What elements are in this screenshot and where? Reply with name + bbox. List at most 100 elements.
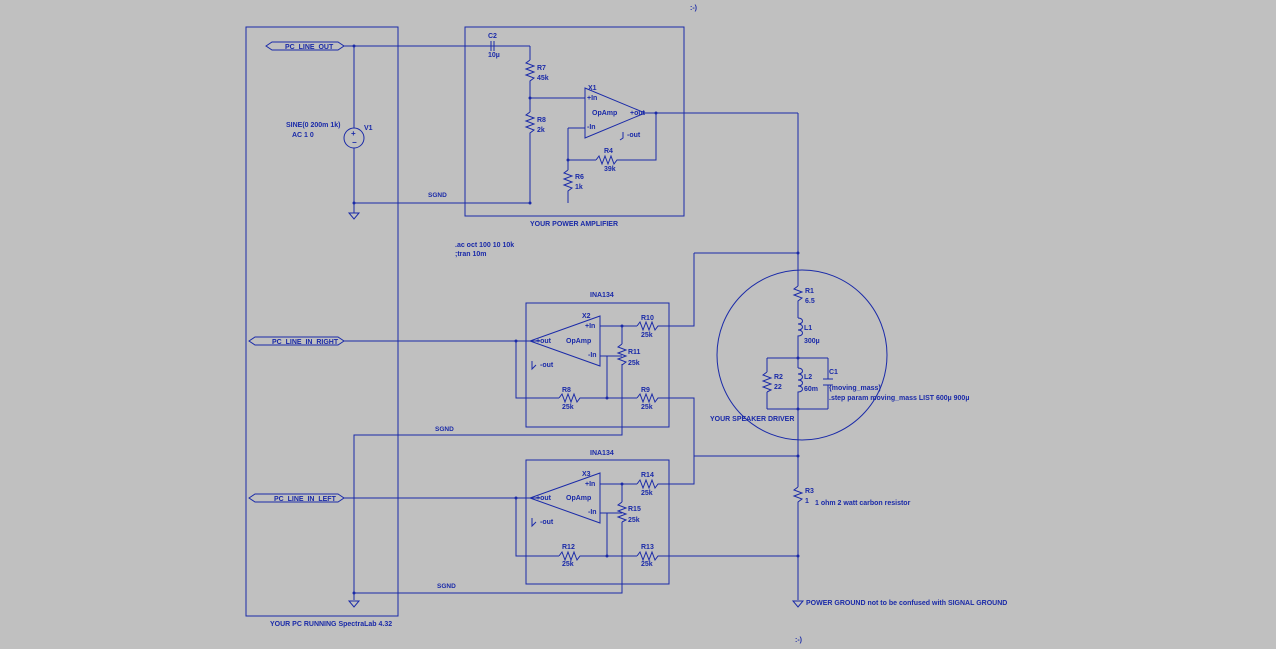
svg-text:R6: R6 [575, 174, 584, 181]
pc-line-in-right-flag: PC_LINE_IN_RIGHT [248, 336, 345, 346]
svg-text:X3: X3 [582, 471, 591, 478]
svg-text:OpAmp: OpAmp [566, 338, 591, 345]
r11-resistor: R11 25k [616, 343, 641, 367]
ina-box-bottom [525, 459, 670, 585]
svg-text:L1: L1 [804, 325, 812, 332]
svg-text:39k: 39k [604, 166, 616, 173]
svg-text:R3: R3 [805, 488, 814, 495]
sgnd-label-3: SGND [437, 583, 456, 590]
x1-opamp: X1 +In -In OpAmp +out -out [584, 85, 647, 139]
svg-text:X2: X2 [582, 313, 591, 320]
l2-inductor: L2 60m [797, 367, 818, 395]
svg-text:R11: R11 [628, 349, 641, 356]
x2-opamp: X2 +In -In OpAmp +out -out [528, 313, 601, 369]
svg-text:22: 22 [774, 384, 782, 391]
ac-directive: .ac oct 100 10 10k [455, 242, 514, 249]
r8-resistor: R8 2k [524, 111, 546, 136]
svg-text:25k: 25k [641, 561, 653, 568]
svg-text:-out: -out [540, 519, 554, 526]
svg-text:+In: +In [585, 323, 595, 330]
v1-source: + − V1 SINE(0 200m 1k) AC 1 0 [286, 122, 373, 149]
svg-text:R10: R10 [641, 315, 654, 322]
ground-symbol-2 [347, 600, 361, 608]
svg-text:-In: -In [588, 352, 597, 359]
r1-resistor: R1 6.5 [792, 285, 815, 306]
ground-symbol-1 [347, 212, 361, 220]
r15-resistor: R15 25k [616, 501, 641, 524]
svg-text:25k: 25k [641, 490, 653, 497]
svg-text:R7: R7 [537, 65, 546, 72]
svg-text:1k: 1k [575, 184, 583, 191]
svg-text:300µ: 300µ [804, 338, 820, 345]
r10-resistor: R10 25k [636, 315, 661, 339]
svg-text:25k: 25k [562, 561, 574, 568]
svg-text:−: − [352, 138, 357, 147]
svg-text:25k: 25k [628, 360, 640, 367]
amp-box [464, 26, 685, 217]
pc-line-out-flag: PC_LINE_OUT [265, 41, 345, 51]
v1-value: SINE(0 200m 1k) [286, 122, 340, 129]
svg-text:2k: 2k [537, 127, 545, 134]
r4-resistor: R4 39k [595, 148, 620, 173]
svg-text:+: + [351, 129, 356, 138]
speaker-title: YOUR SPEAKER DRIVER [710, 416, 794, 423]
svg-text:OpAmp: OpAmp [592, 110, 617, 117]
svg-text:PC_LINE_IN_LEFT: PC_LINE_IN_LEFT [274, 496, 337, 503]
v1-ac: AC 1 0 [292, 132, 314, 139]
r13-resistor: R13 25k [636, 544, 661, 568]
svg-text:PC_LINE_OUT: PC_LINE_OUT [285, 44, 334, 51]
svg-text:R2: R2 [774, 374, 783, 381]
r3-resistor: R3 1 [792, 486, 814, 507]
r8b-resistor: R8 25k [558, 387, 583, 411]
svg-text:10µ: 10µ [488, 52, 500, 59]
svg-text:{moving_mass}: {moving_mass} [829, 385, 881, 392]
pc-box [245, 26, 399, 617]
svg-text:R9: R9 [641, 387, 650, 394]
r9-resistor: R9 25k [636, 387, 661, 411]
ina-box-top [525, 302, 670, 428]
svg-text:C2: C2 [488, 33, 497, 40]
r12-resistor: R12 25k [558, 544, 583, 568]
c2-capacitor: C2 10µ [488, 33, 500, 59]
pc-box-title: YOUR PC RUNNING SpectraLab 4.32 [270, 621, 392, 628]
r14-resistor: R14 25k [636, 472, 661, 497]
svg-text:45k: 45k [537, 75, 549, 82]
svg-text:+out: +out [630, 110, 646, 117]
svg-text:C1: C1 [829, 369, 838, 376]
svg-text:R14: R14 [641, 472, 654, 479]
svg-text:+out: +out [536, 338, 552, 345]
svg-text:R4: R4 [604, 148, 613, 155]
svg-text:25k: 25k [641, 332, 653, 339]
svg-text:1: 1 [805, 498, 809, 505]
v1-name: V1 [364, 125, 373, 132]
smiley-top: :-) [690, 5, 697, 12]
svg-text:-In: -In [587, 124, 596, 131]
svg-text:R13: R13 [641, 544, 654, 551]
svg-text:-In: -In [588, 509, 597, 516]
svg-text:R12: R12 [562, 544, 575, 551]
r3-note: 1 ohm 2 watt carbon resistor [815, 500, 911, 507]
power-ground-symbol [791, 600, 805, 608]
sgnd-label-2: SGND [435, 426, 454, 433]
svg-text:R1: R1 [805, 288, 814, 295]
r6-resistor: R6 1k [562, 169, 584, 192]
svg-text:60m: 60m [804, 386, 818, 393]
svg-text:-out: -out [627, 132, 641, 139]
r2-resistor: R2 22 [761, 371, 783, 393]
svg-text:+out: +out [536, 495, 552, 502]
svg-text:PC_LINE_IN_RIGHT: PC_LINE_IN_RIGHT [272, 339, 339, 346]
pc-line-in-left-flag: PC_LINE_IN_LEFT [248, 493, 345, 503]
svg-text:6.5: 6.5 [805, 298, 815, 305]
svg-text:R15: R15 [628, 506, 641, 513]
ina-box-top-title: INA134 [590, 292, 614, 299]
tran-directive: ;tran 10m [455, 251, 487, 258]
svg-text:R8: R8 [537, 117, 546, 124]
ina-box-bottom-title: INA134 [590, 450, 614, 457]
svg-text:X1: X1 [588, 85, 597, 92]
svg-text:OpAmp: OpAmp [566, 495, 591, 502]
c1-capacitor: C1 {moving_mass} [823, 369, 881, 392]
ground-note: POWER GROUND not to be confused with SIG… [806, 600, 1007, 607]
step-directive: .step param moving_mass LIST 600µ 900µ [829, 395, 969, 402]
svg-text:+In: +In [587, 95, 597, 102]
